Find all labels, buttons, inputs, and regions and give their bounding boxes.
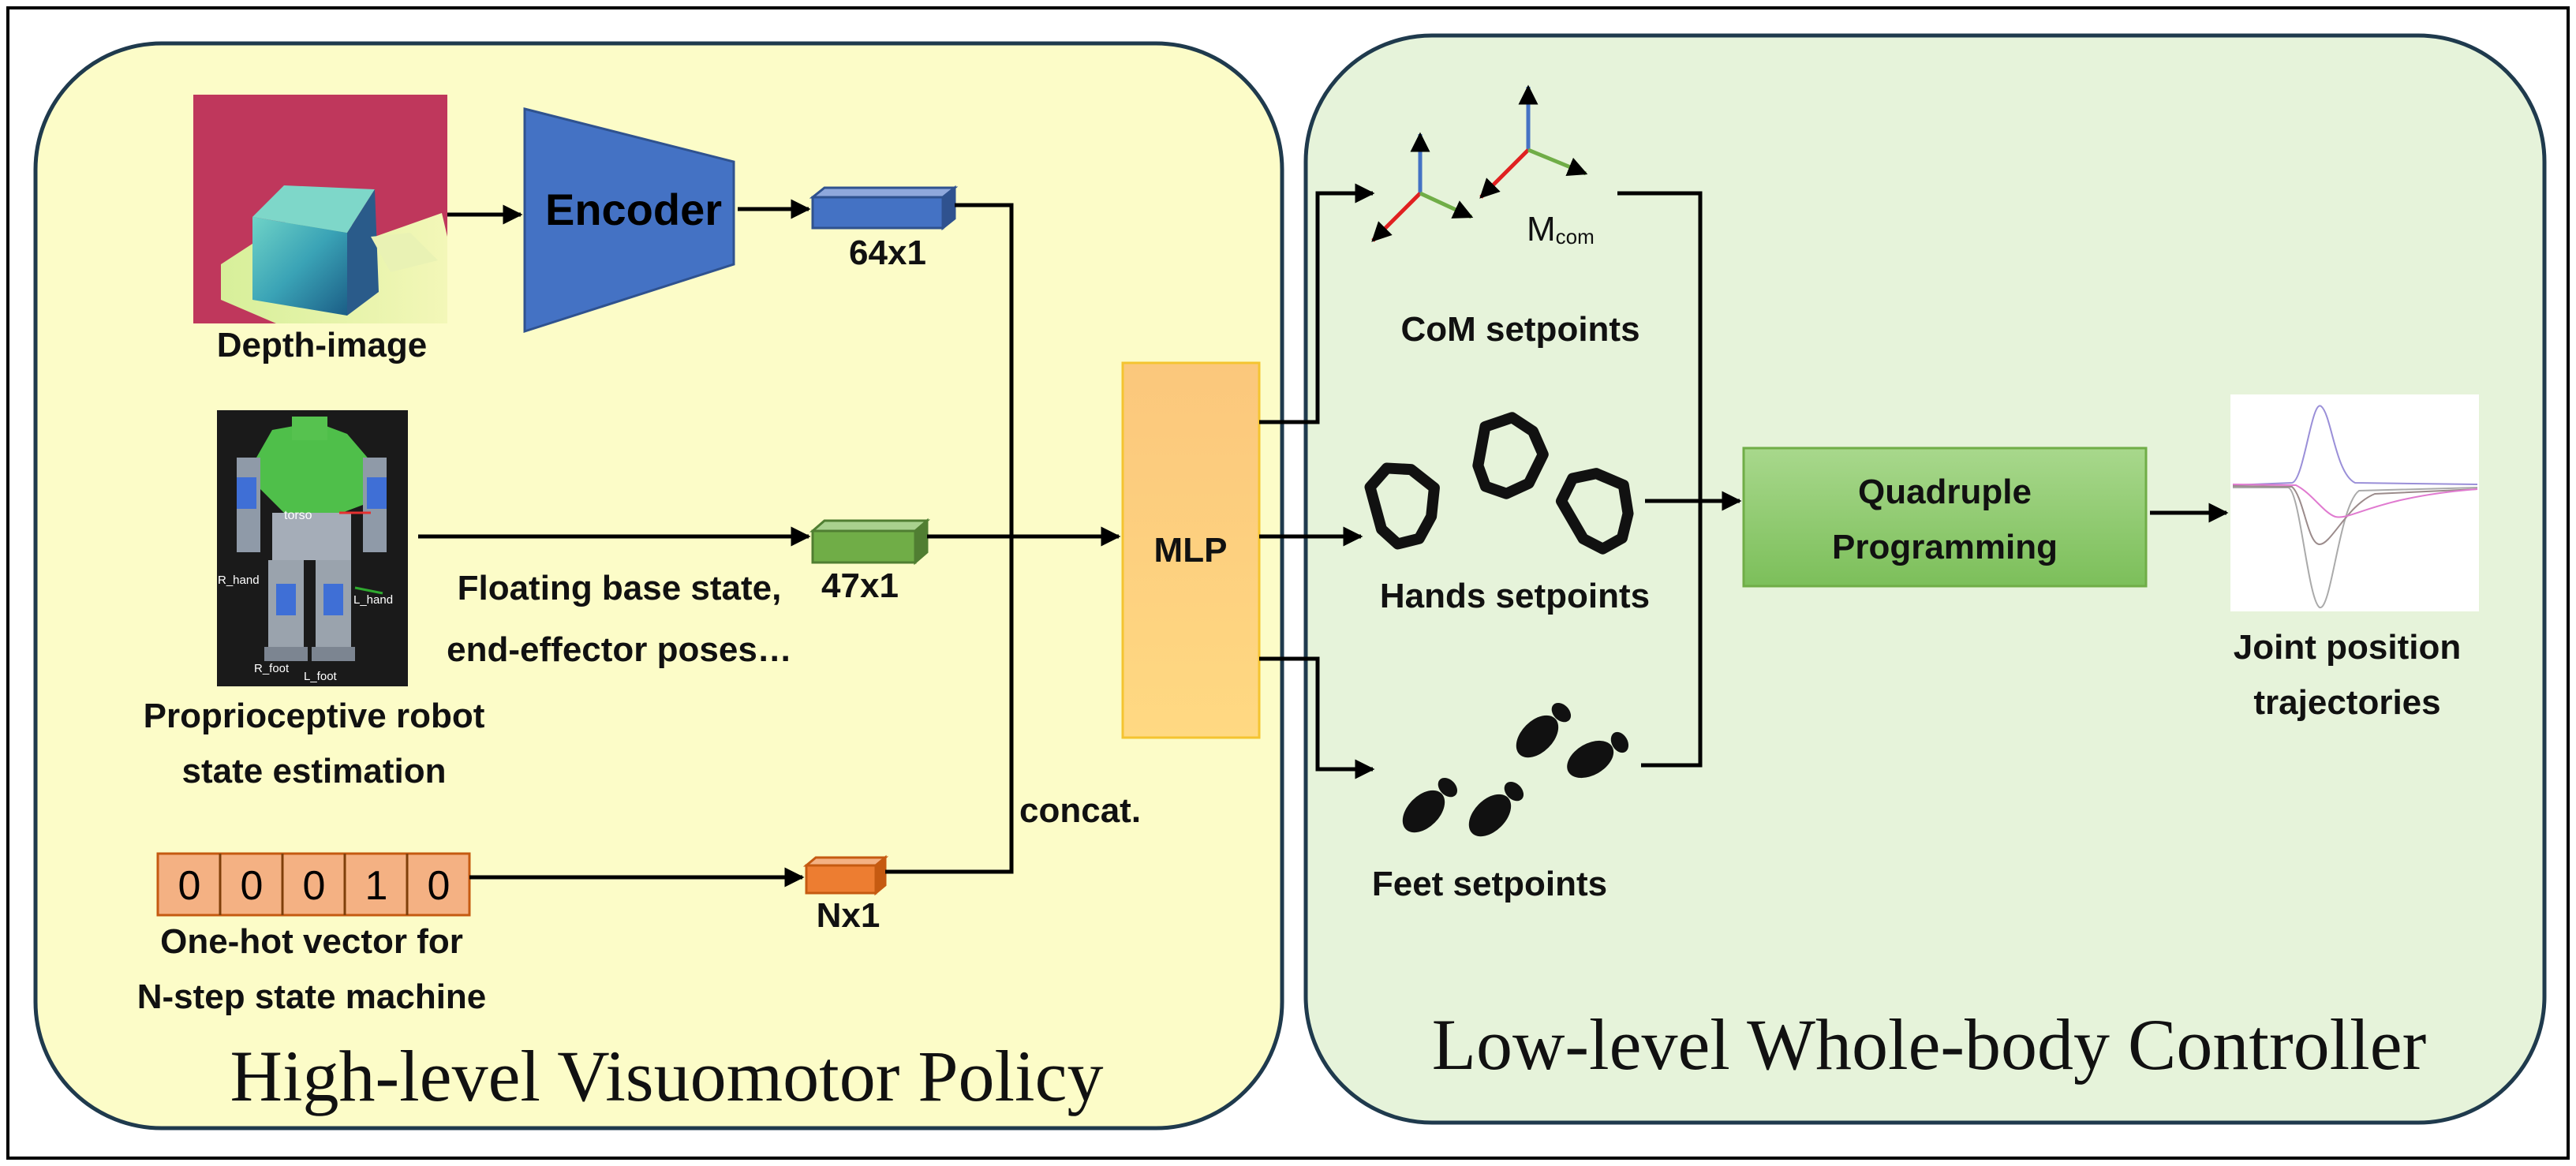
vec64-label: 64x1 <box>849 234 926 272</box>
onehot-digit: 0 <box>178 863 201 909</box>
joint-label-line2: trajectories <box>2253 683 2440 722</box>
hand-icon <box>1364 462 1440 550</box>
vec47-block <box>809 518 931 566</box>
com-axes-icon <box>1479 84 1588 199</box>
onehot-digit: 1 <box>365 863 388 909</box>
state-label-line1: Floating base state, <box>458 569 782 607</box>
robot-label-line1: Proprioceptive robot <box>144 697 485 735</box>
vec64-block <box>809 185 959 231</box>
line-com-to-merge <box>1617 191 1703 768</box>
robot-image: torso R_hand L_hand R_foot L_foot <box>217 410 408 686</box>
qp-block <box>1742 447 2148 588</box>
onehot-digit: 0 <box>303 863 326 909</box>
encoder-label: Encoder <box>545 185 722 234</box>
hand-icon <box>1555 468 1634 555</box>
hand-icon <box>1472 412 1549 499</box>
hands-setpoints-label: Hands setpoints <box>1380 577 1650 615</box>
low-level-title: Low-level Whole-body Controller <box>1432 1004 2426 1085</box>
robot-label-line2: state estimation <box>182 752 447 790</box>
qp-label-line2: Programming <box>1832 528 2058 566</box>
onehot-digit: 0 <box>241 863 264 909</box>
vecN-block <box>802 854 889 896</box>
vec47-label: 47x1 <box>821 566 899 605</box>
vecN-label: Nx1 <box>817 896 880 935</box>
com-setpoints-label: CoM setpoints <box>1400 310 1639 349</box>
concat-label: concat. <box>1019 791 1141 830</box>
robot-torso-tag: torso <box>284 509 312 522</box>
robot-lhand-tag: L_hand <box>353 593 393 607</box>
depth-image <box>193 95 447 323</box>
trajectory-plot <box>2230 394 2479 611</box>
encoder-block <box>523 107 735 334</box>
onehot-label-line1: One-hot vector for <box>160 922 463 961</box>
mcom-label: Mcom <box>1527 210 1595 249</box>
state-label-line2: end-effector poses… <box>447 630 792 669</box>
robot-rfoot-tag: R_foot <box>254 662 290 675</box>
onehot-vector: 0 0 0 1 0 <box>156 852 471 917</box>
qp-label-line1: Quadruple <box>1858 473 2032 511</box>
footprint-icon <box>1468 781 1524 837</box>
com-axes-icon <box>1371 132 1474 242</box>
mlp-label: MLP <box>1154 531 1228 570</box>
feet-setpoints-label: Feet setpoints <box>1372 865 1607 903</box>
joint-label-line1: Joint position <box>2234 628 2461 667</box>
onehot-label-line2: N-step state machine <box>137 977 487 1016</box>
footprint-icon <box>1567 731 1629 779</box>
robot-lfoot-tag: L_foot <box>304 670 338 683</box>
footprint-icon <box>1516 702 1572 758</box>
footprint-icon <box>1402 777 1458 833</box>
onehot-digit: 0 <box>428 863 451 909</box>
mcom-sub: com <box>1556 225 1595 249</box>
arrow-mlp-to-com <box>1259 183 1375 424</box>
low-level-panel: Mcom CoM setpoints Hands setpoints <box>1303 33 2547 1125</box>
high-level-title: High-level Visuomotor Policy <box>230 1036 1104 1116</box>
mlp-block <box>1121 361 1261 739</box>
robot-rhand-tag: R_hand <box>218 574 260 587</box>
mcom-main: M <box>1527 210 1556 249</box>
depth-image-label: Depth-image <box>217 326 427 364</box>
high-level-panel: Depth-image Encoder 64x1 <box>33 41 1284 1130</box>
arrow-mlp-to-feet <box>1259 656 1375 779</box>
connectors <box>418 183 2229 888</box>
